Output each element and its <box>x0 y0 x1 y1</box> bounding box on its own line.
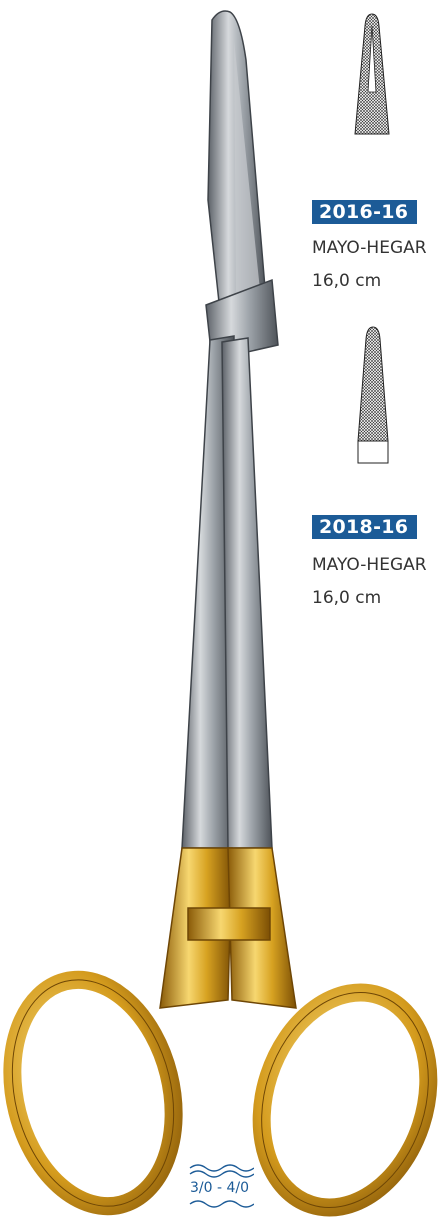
product-code-2: 2018-16 <box>312 515 418 539</box>
suture-range-label: 3/0 - 4/0 <box>190 1180 250 1196</box>
product-name-1: MAYO-HEGAR <box>312 238 427 258</box>
suture-wave-icon <box>189 1200 254 1208</box>
product-code-1: 2016-16 <box>312 200 418 224</box>
product-code-badge-2: 2018-16 <box>312 515 418 539</box>
product-name-2: MAYO-HEGAR <box>312 555 427 575</box>
product-code-badge-1: 2016-16 <box>312 200 418 224</box>
serrated-jaw-tip-icon <box>354 13 390 135</box>
product-size-1: 16,0 cm <box>312 271 382 291</box>
serrated-jaw-tip-with-plain-end-icon <box>357 326 389 464</box>
product-size-2: 16,0 cm <box>312 588 382 608</box>
suture-wave-icon <box>189 1164 254 1178</box>
